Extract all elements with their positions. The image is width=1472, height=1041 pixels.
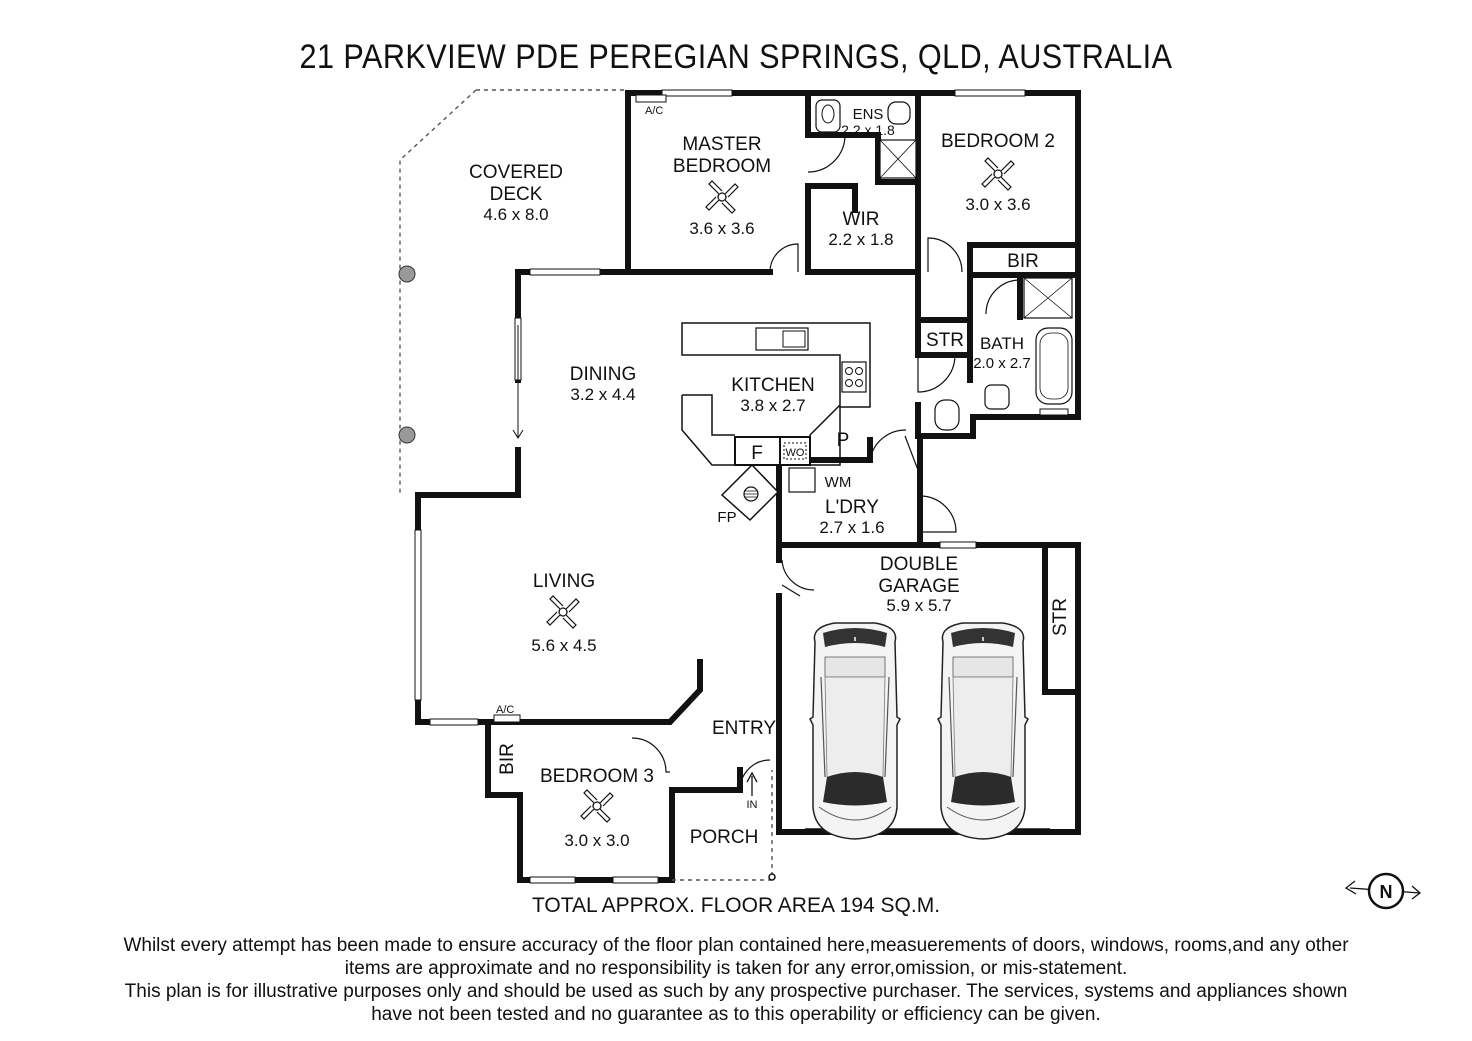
ensuite-toilet-icon bbox=[887, 101, 911, 125]
bir-bedroom2-label: BIR bbox=[1007, 251, 1039, 272]
laundry-label: L'DRY bbox=[825, 497, 879, 518]
master-bedroom-label-2: BEDROOM bbox=[673, 156, 771, 177]
north-label: N bbox=[1380, 882, 1393, 902]
ceiling-fan-icon bbox=[580, 789, 614, 823]
master-bedroom-dims: 3.6 x 3.6 bbox=[689, 219, 754, 238]
living-dims: 5.6 x 4.5 bbox=[531, 636, 596, 655]
ceiling-fan-icon bbox=[546, 595, 580, 629]
living-label: LIVING bbox=[533, 571, 595, 592]
ensuite-dims: 2.2 x 1.8 bbox=[841, 122, 895, 138]
wall-oven-label: WO bbox=[786, 447, 805, 459]
interior-walls bbox=[625, 95, 1081, 793]
total-floor-area: TOTAL APPROX. FLOOR AREA 194 SQ.M. bbox=[531, 894, 941, 917]
str-hall-label: STR bbox=[926, 330, 964, 351]
ensuite-basin-icon bbox=[815, 99, 841, 133]
fridge-label: F bbox=[751, 443, 763, 464]
wir-dims: 2.2 x 1.8 bbox=[828, 230, 893, 249]
ceiling-fan-icon bbox=[981, 157, 1015, 191]
ac-label-living: A/C bbox=[496, 704, 514, 716]
door-swings bbox=[631, 134, 1021, 791]
toilet-icon bbox=[934, 399, 960, 431]
kitchen-sink-icon bbox=[755, 327, 809, 351]
ac-label-master: A/C bbox=[645, 105, 663, 117]
washing-machine-label: WM bbox=[825, 474, 852, 491]
disclaimer-line: This plan is for illustrative purposes o… bbox=[124, 981, 1348, 1002]
cooktop-icon bbox=[841, 361, 867, 393]
entry-label: ENTRY bbox=[712, 718, 776, 739]
car-icon bbox=[809, 622, 901, 840]
dining-dims: 3.2 x 4.4 bbox=[570, 385, 635, 404]
bath-basin-icon bbox=[984, 384, 1010, 410]
car-icon bbox=[937, 622, 1029, 840]
wir-label: WIR bbox=[843, 209, 880, 230]
kitchen-label: KITCHEN bbox=[731, 375, 814, 396]
fireplace-label: FP bbox=[717, 509, 736, 526]
str-garage-label: STR bbox=[1050, 598, 1071, 636]
bath-dims: 2.0 x 2.7 bbox=[973, 355, 1031, 372]
double-garage-dims: 5.9 x 5.7 bbox=[886, 596, 951, 615]
plan-title: 21 PARKVIEW PDE PEREGIAN SPRINGS, QLD, A… bbox=[299, 38, 1173, 76]
bedroom3-label: BEDROOM 3 bbox=[540, 766, 654, 787]
bath-label: BATH bbox=[980, 334, 1024, 353]
dining-label: DINING bbox=[570, 364, 637, 385]
laundry-tub-icon bbox=[788, 467, 816, 493]
north-compass-icon: N bbox=[1344, 872, 1422, 910]
kitchen-dims: 3.8 x 2.7 bbox=[740, 396, 805, 415]
disclaimer-line: items are approximate and no responsibil… bbox=[344, 958, 1128, 979]
ensuite-label: ENS bbox=[853, 106, 884, 123]
disclaimer: Whilst every attempt has been made to en… bbox=[60, 934, 1412, 1026]
bedroom2-label: BEDROOM 2 bbox=[941, 131, 1055, 152]
entry-in-label: IN bbox=[747, 799, 758, 811]
fireplace-icon bbox=[720, 463, 780, 522]
disclaimer-line: Whilst every attempt has been made to en… bbox=[123, 935, 1349, 956]
bedroom2-dims: 3.0 x 3.6 bbox=[965, 195, 1030, 214]
covered-deck-dims: 4.6 x 8.0 bbox=[483, 205, 548, 224]
double-garage-label-2: GARAGE bbox=[878, 576, 959, 597]
disclaimer-line: have not been tested and no guarantee as… bbox=[371, 1004, 1101, 1025]
kitchen-benches bbox=[681, 322, 871, 466]
bathtub-icon bbox=[1035, 327, 1073, 405]
bir-bedroom3-label: BIR bbox=[497, 743, 518, 775]
master-bedroom-label: MASTER bbox=[682, 134, 761, 155]
double-garage-label: DOUBLE bbox=[880, 554, 958, 575]
laundry-dims: 2.7 x 1.6 bbox=[819, 518, 884, 537]
bedroom3-dims: 3.0 x 3.0 bbox=[564, 831, 629, 850]
porch-label: PORCH bbox=[690, 827, 759, 848]
covered-deck-label-2: DECK bbox=[490, 184, 543, 205]
covered-deck-label: COVERED bbox=[469, 162, 563, 183]
ceiling-fan-icon bbox=[705, 180, 739, 214]
pantry-label: P bbox=[837, 430, 850, 451]
